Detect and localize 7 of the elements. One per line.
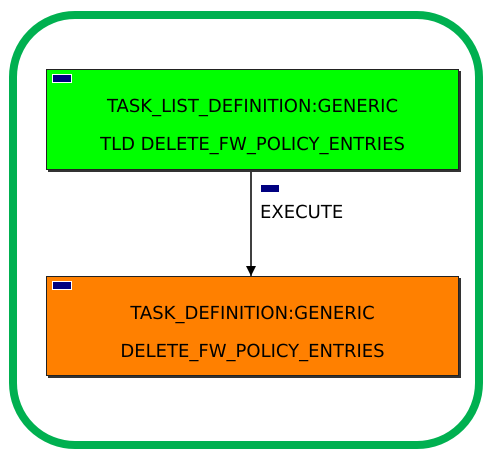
process-box xyxy=(46,276,459,376)
node-title: DELETE_FW_POLICY_ENTRIES xyxy=(119,341,386,362)
node-title: TLD DELETE_FW_POLICY_ENTRIES xyxy=(99,134,406,155)
process-box xyxy=(46,69,459,170)
node-type: TASK_LIST_DEFINITION:GENERIC xyxy=(106,96,400,117)
node-type: TASK_DEFINITION:GENERIC xyxy=(129,303,376,324)
arrow xyxy=(246,170,256,276)
